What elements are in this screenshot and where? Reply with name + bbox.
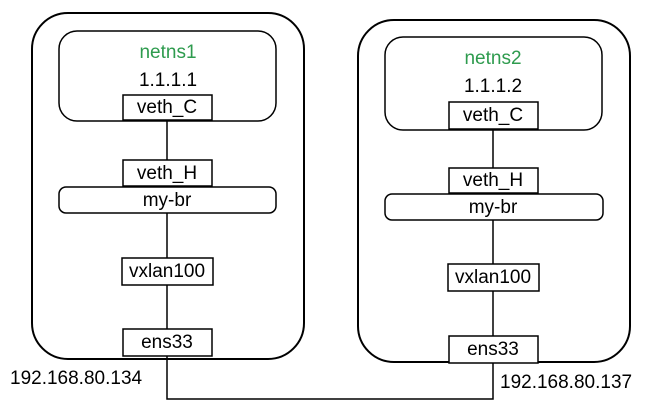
host2-nic-label: ens33 bbox=[467, 339, 519, 360]
host2-veth-c-label: veth_C bbox=[463, 105, 523, 126]
host1-veth-h-box bbox=[122, 159, 213, 187]
host2-bridge-label: my-br bbox=[469, 197, 518, 218]
host2-ip-label: 192.168.80.137 bbox=[500, 372, 632, 393]
host1-group: netns1 1.1.1.1 veth_C veth_H my-br vxlan… bbox=[10, 12, 305, 389]
host1-netns-ip: 1.1.1.1 bbox=[139, 70, 197, 91]
host1-veth-c-label: veth_C bbox=[137, 97, 197, 118]
host2-nic-box bbox=[448, 335, 539, 364]
host2-vxlan-label: vxlan100 bbox=[455, 267, 531, 288]
host2-bridge-box bbox=[384, 193, 604, 221]
host1-box bbox=[31, 12, 305, 360]
host2-netns-label: netns2 bbox=[464, 48, 521, 69]
host2-veth-c-box bbox=[448, 101, 539, 130]
host1-netns-label: netns1 bbox=[139, 42, 196, 63]
host1-bridge-label: my-br bbox=[143, 190, 192, 211]
host1-nic-box bbox=[122, 328, 213, 357]
underlay-link bbox=[166, 356, 494, 400]
host2-netns-ip: 1.1.1.2 bbox=[464, 76, 522, 97]
host1-veth-h-label: veth_H bbox=[137, 163, 197, 184]
host1-vxlan-box bbox=[121, 257, 214, 286]
host2-group: netns2 1.1.1.2 veth_C veth_H my-br vxlan… bbox=[357, 19, 632, 393]
host1-nic-label: ens33 bbox=[141, 332, 193, 353]
host1-veth-c-box bbox=[122, 94, 213, 121]
host1-vxlan-label: vxlan100 bbox=[129, 261, 205, 282]
host2-veth-h-box bbox=[448, 167, 539, 194]
host2-veth-h-label: veth_H bbox=[463, 170, 523, 191]
host1-ip-label: 192.168.80.134 bbox=[10, 368, 143, 389]
